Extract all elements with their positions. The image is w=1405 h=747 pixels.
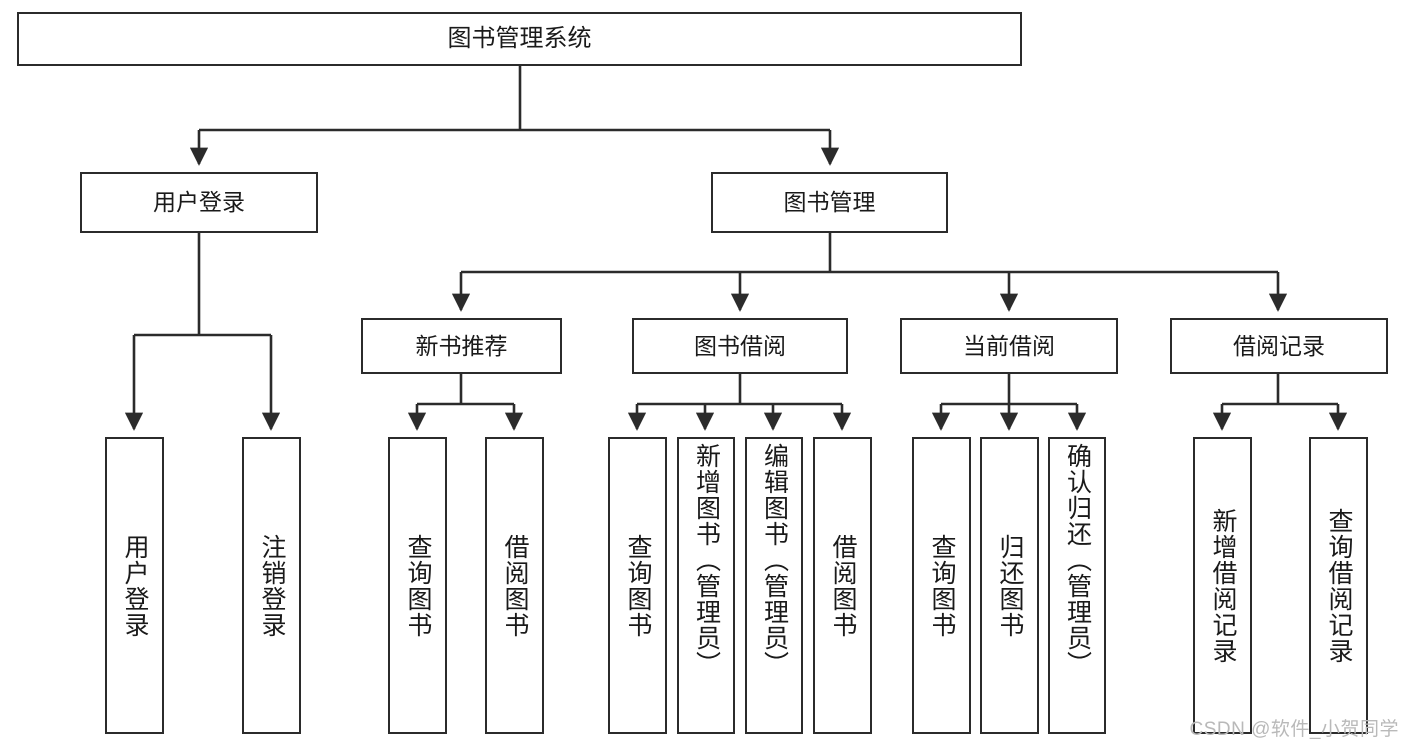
- node-leaf-query-record[interactable]: 查询借阅记录: [1309, 437, 1368, 734]
- node-user-login-label: 用户登录: [153, 189, 245, 216]
- node-leaf-add-record-label: 新增借阅记录: [1209, 507, 1237, 664]
- node-leaf-user-logout-label: 注销登录: [258, 533, 286, 638]
- node-leaf-borrow-book-2[interactable]: 借阅图书: [813, 437, 872, 734]
- node-root-label: 图书管理系统: [447, 25, 592, 53]
- node-book-borrow-label: 图书借阅: [694, 332, 786, 359]
- node-root[interactable]: 图书管理系统: [17, 12, 1022, 66]
- node-leaf-borrow-book-1-label: 借阅图书: [501, 533, 529, 638]
- node-leaf-edit-book-label: 编辑图书（管理员）: [760, 443, 789, 677]
- node-user-login[interactable]: 用户登录: [80, 172, 318, 233]
- node-leaf-add-record[interactable]: 新增借阅记录: [1193, 437, 1252, 734]
- node-book-management-label: 图书管理: [783, 189, 876, 216]
- node-leaf-borrow-book-2-label: 借阅图书: [829, 533, 857, 638]
- node-leaf-confirm-return[interactable]: 确认归还（管理员）: [1048, 437, 1106, 734]
- node-borrow-record-label: 借阅记录: [1233, 332, 1325, 359]
- node-book-management[interactable]: 图书管理: [711, 172, 948, 233]
- node-leaf-query-book-1-label: 查询图书: [404, 533, 432, 638]
- node-leaf-query-book-3-label: 查询图书: [928, 533, 956, 638]
- node-new-book-recommend-label: 新书推荐: [415, 332, 508, 359]
- node-leaf-user-logout[interactable]: 注销登录: [242, 437, 301, 734]
- node-leaf-query-book-2[interactable]: 查询图书: [608, 437, 667, 734]
- node-leaf-query-record-label: 查询借阅记录: [1325, 507, 1353, 664]
- node-leaf-confirm-return-label: 确认归还（管理员）: [1063, 443, 1092, 677]
- node-leaf-user-login-label: 用户登录: [121, 533, 149, 638]
- node-leaf-return-book[interactable]: 归还图书: [980, 437, 1039, 734]
- node-book-borrow[interactable]: 图书借阅: [632, 318, 848, 374]
- node-leaf-return-book-label: 归还图书: [996, 533, 1024, 638]
- node-new-book-recommend[interactable]: 新书推荐: [361, 318, 562, 374]
- node-leaf-edit-book[interactable]: 编辑图书（管理员）: [745, 437, 803, 734]
- node-leaf-query-book-2-label: 查询图书: [624, 533, 652, 638]
- node-leaf-query-book-3[interactable]: 查询图书: [912, 437, 971, 734]
- node-leaf-user-login[interactable]: 用户登录: [105, 437, 164, 734]
- node-borrow-record[interactable]: 借阅记录: [1170, 318, 1388, 374]
- node-leaf-query-book-1[interactable]: 查询图书: [388, 437, 447, 734]
- node-leaf-add-book-label: 新增图书（管理员）: [692, 443, 721, 677]
- node-leaf-add-book[interactable]: 新增图书（管理员）: [677, 437, 735, 734]
- node-current-borrow[interactable]: 当前借阅: [900, 318, 1118, 374]
- node-leaf-borrow-book-1[interactable]: 借阅图书: [485, 437, 544, 734]
- node-current-borrow-label: 当前借阅: [963, 332, 1055, 359]
